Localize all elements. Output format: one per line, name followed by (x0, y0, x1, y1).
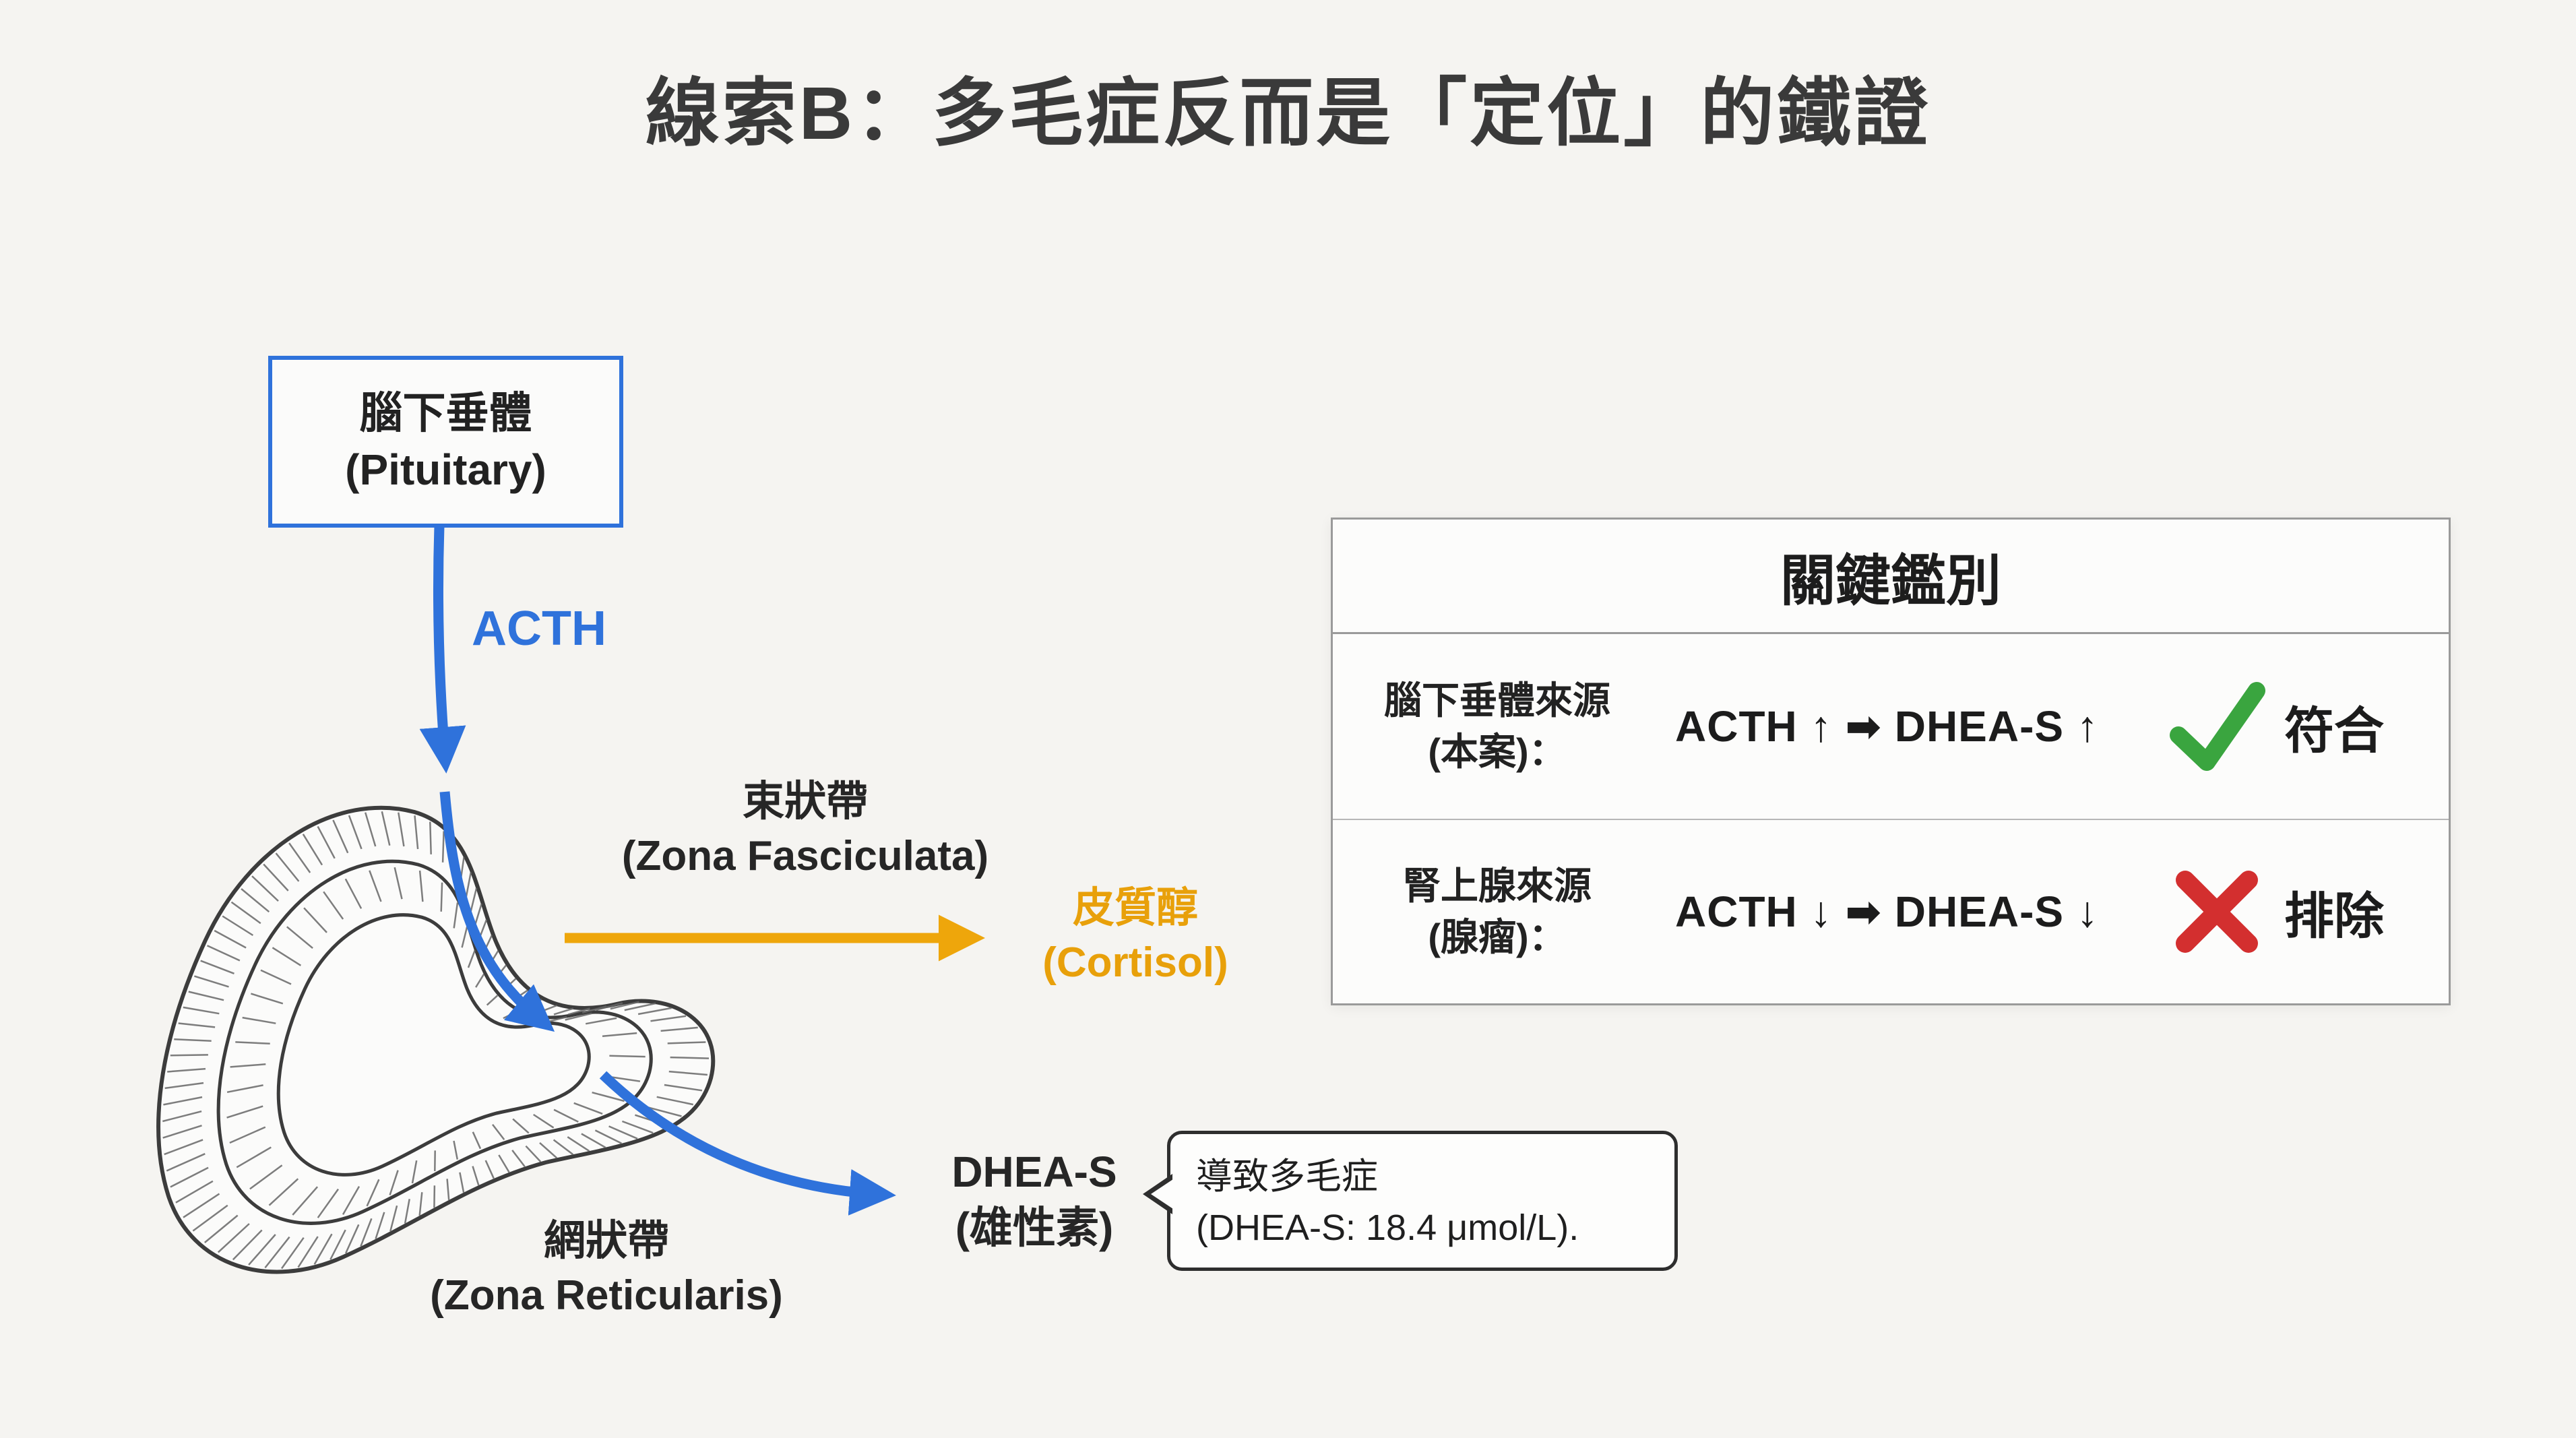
source-line2: (本案)： (1428, 730, 1567, 773)
zona-fasciculata-zh: 束狀帶 (742, 778, 868, 825)
cross-icon (2176, 871, 2258, 953)
zona-reticularis-label: 網狀帶 (Zona Reticularis) (404, 1214, 809, 1323)
source-label: 腦下垂體來源 (本案)： (1356, 675, 1639, 777)
page-title: 線索B：多毛症反而是「定位」的鐵證 (645, 72, 1931, 155)
zona-fasciculata-label: 束狀帶 (Zona Fasciculata) (593, 775, 1017, 883)
dheas-arrow (599, 1071, 896, 1216)
pituitary-box: 腦下垂體 (Pituitary) (268, 356, 623, 528)
bubble-line1: 導致多毛症 (1196, 1156, 1378, 1197)
verdict-text: 符合 (2284, 702, 2384, 759)
source-line2: (腺瘤)： (1428, 916, 1567, 958)
zona-fasciculata-en: (Zona Fasciculata) (621, 832, 989, 879)
acth-into-gland-arrow (439, 791, 555, 1032)
zona-reticularis-zh: 網狀帶 (543, 1218, 669, 1264)
formula-text: ACTH ↑ ➡ DHEA-S ↑ (1675, 701, 2099, 751)
acth-label: ACTH (472, 602, 606, 656)
dheas-label: DHEA-S (雄性素) (916, 1144, 1152, 1256)
dheas-name: DHEA-S (951, 1148, 1117, 1196)
acth-arrow (419, 525, 466, 774)
table-row-adrenal-source: 腎上腺來源 (腺瘤)： ACTH ↓ ➡ DHEA-S ↓ 排除 (1333, 819, 2449, 1003)
table-title: 關鍵鑑別 (1333, 520, 2449, 634)
key-differential-table: 關鍵鑑別 腦下垂體來源 (本案)： ACTH ↑ ➡ DHEA-S ↑ 符合 腎… (1331, 518, 2451, 1005)
cortisol-label: 皮質醇 (Cortisol) (1014, 881, 1257, 990)
zona-reticularis-en: (Zona Reticularis) (430, 1272, 783, 1319)
pituitary-label-zh: 腦下垂體 (359, 389, 532, 438)
cortisol-en: (Cortisol) (1042, 939, 1228, 986)
check-icon (2170, 682, 2265, 771)
source-line1: 腎上腺來源 (1403, 865, 1592, 908)
source-label: 腎上腺來源 (腺瘤)： (1356, 861, 1639, 962)
cortisol-zh: 皮質醇 (1072, 885, 1198, 931)
bubble-line2: (DHEA-S: 18.4 μmol/L). (1196, 1207, 1579, 1248)
table-row-pituitary-source: 腦下垂體來源 (本案)： ACTH ↑ ➡ DHEA-S ↑ 符合 (1333, 634, 2449, 819)
formula-text: ACTH ↓ ➡ DHEA-S ↓ (1675, 887, 2099, 936)
source-line1: 腦下垂體來源 (1384, 679, 1610, 722)
bubble-tail-fill (1151, 1178, 1175, 1210)
verdict-text: 排除 (2284, 887, 2384, 944)
hirsutism-callout-bubble: 導致多毛症 (DHEA-S: 18.4 μmol/L). (1167, 1131, 1678, 1271)
dheas-zh: (雄性素) (955, 1203, 1114, 1253)
pituitary-label-en: (Pituitary) (345, 445, 546, 494)
